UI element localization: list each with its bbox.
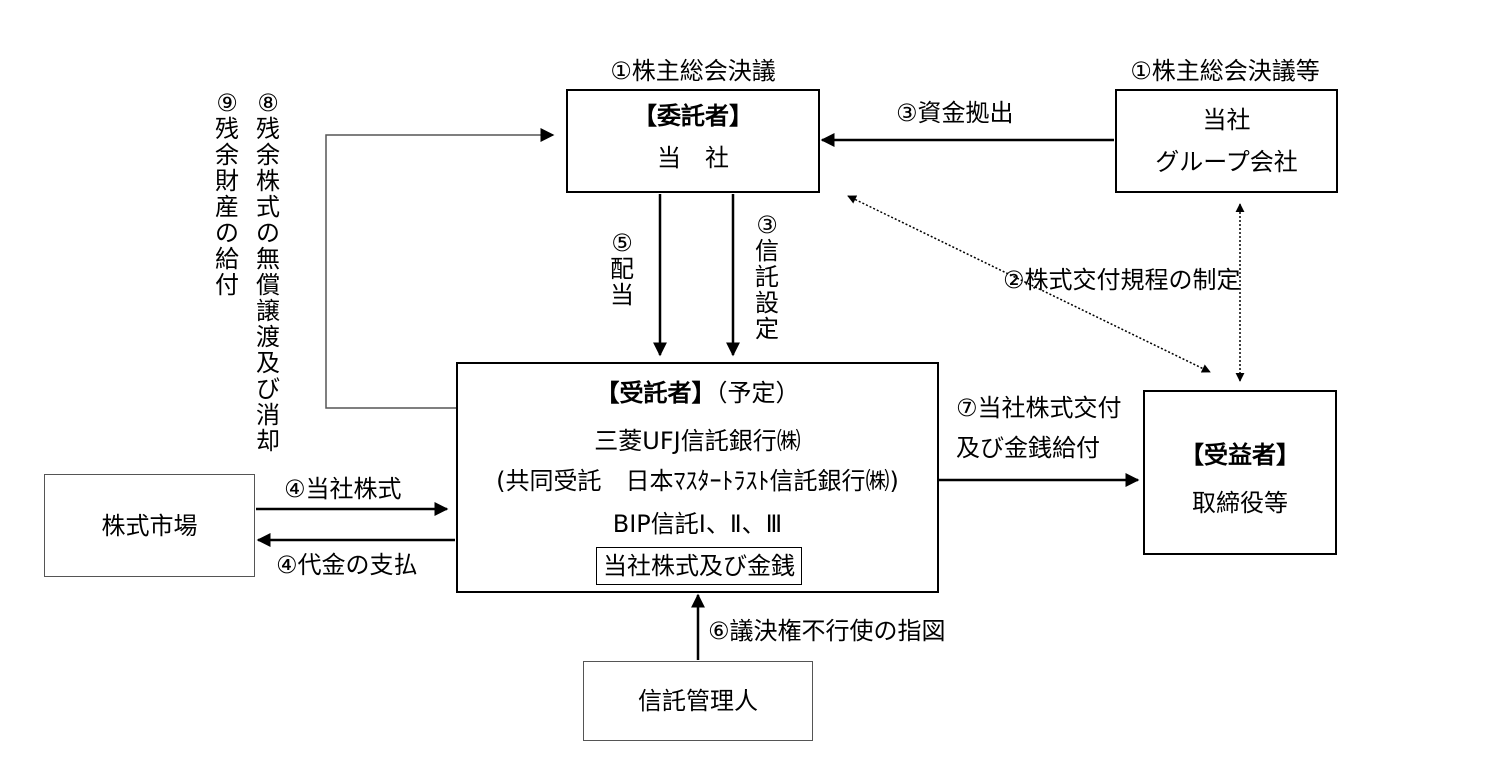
trustee-heading-row: 【受託者】（予定）: [458, 378, 937, 408]
trust-administrator-box: 信託管理人: [583, 661, 813, 741]
voting-instruction-label: ⑥議決権不行使の指図: [708, 617, 946, 645]
trust-administrator-name: 信託管理人: [638, 687, 758, 715]
rules-arrow-trustor-beneficiary: [847, 195, 1211, 373]
delivery-label-line1: ⑦当社株式交付: [956, 394, 1122, 422]
trustee-heading: 【受託者】: [595, 379, 716, 407]
stock-delivery-rules-label: ②株式交付規程の制定: [1003, 266, 1241, 294]
trust-setting-label: ③信託設定: [755, 211, 779, 343]
dividend-label: ⑤配当: [610, 229, 634, 309]
gratuitous-transfer-label: ⑧残余株式の無償譲渡及び消却: [256, 89, 280, 455]
group-company-box: 当社 グループ会社: [1115, 89, 1338, 193]
beneficiary-name: 取締役等: [1192, 489, 1288, 517]
trustor-heading: 【委託者】: [633, 102, 753, 130]
group-company-line2: グループ会社: [1155, 148, 1298, 176]
group-company-line1: 当社: [1202, 106, 1251, 134]
trustee-trust-names: BIP信託Ⅰ、Ⅱ、Ⅲ: [612, 510, 783, 538]
trustee-box: 【受託者】（予定） 三菱UFJ信託銀行㈱ (共同受託 日本ﾏｽﾀｰﾄﾗｽﾄ信託銀…: [456, 362, 939, 593]
trustor-box: 【委託者】 当 社: [566, 89, 820, 193]
trustee-assets: 当社株式及び金銭: [596, 547, 802, 585]
trustor-name: 当 社: [657, 144, 729, 172]
stock-market-name: 株式市場: [101, 512, 198, 540]
trustee-bank: 三菱UFJ信託銀行㈱: [594, 427, 801, 455]
stock-market-box: 株式市場: [44, 474, 255, 577]
trustee-co-trustee: (共同受託 日本ﾏｽﾀｰﾄﾗｽﾄ信託銀行㈱): [496, 467, 899, 495]
funding-label: ③資金拠出: [896, 99, 1014, 127]
delivery-label-line2: 及び金銭給付: [956, 434, 1100, 462]
trustor-resolution-label: ①株主総会決議: [610, 57, 776, 85]
residual-property-label: ⑨残余財産の給付: [215, 89, 239, 299]
beneficiary-box: 【受益者】 取締役等: [1143, 390, 1337, 555]
stock-purchase-label: ④当社株式: [284, 475, 402, 503]
beneficiary-heading: 【受益者】: [1180, 441, 1300, 469]
payment-label: ④代金の支払: [276, 551, 418, 579]
trustee-heading-note: （予定）: [715, 379, 800, 407]
group-resolution-label: ①株主総会決議等: [1130, 57, 1320, 85]
residual-return-arrow: [325, 128, 555, 409]
